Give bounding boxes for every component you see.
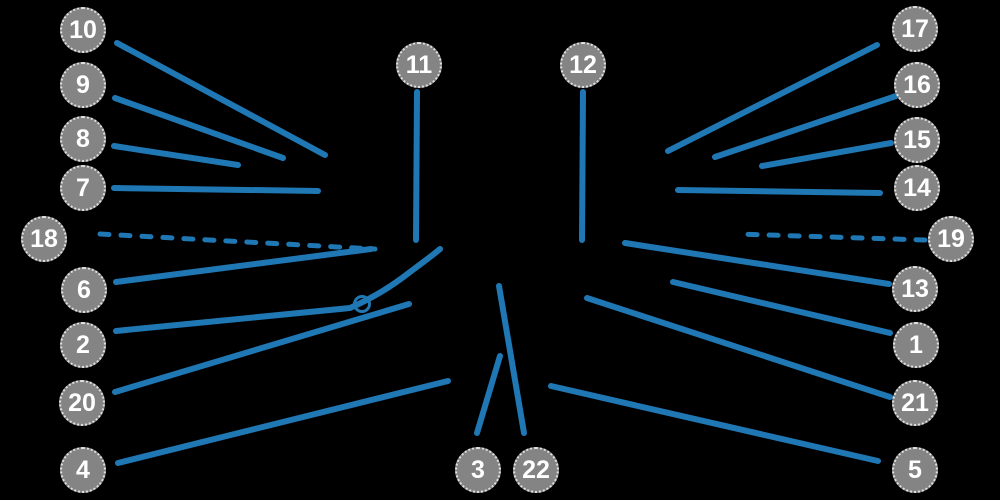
leader-line-15 xyxy=(759,140,894,169)
label-18[interactable]: 18 xyxy=(21,216,67,262)
leader-line-4 xyxy=(115,378,451,466)
leader-line-9 xyxy=(112,95,286,161)
label-2[interactable]: 2 xyxy=(60,322,106,368)
leader-line-17 xyxy=(665,42,880,154)
label-3[interactable]: 3 xyxy=(455,447,501,493)
leader-line-13 xyxy=(622,240,892,287)
label-9[interactable]: 9 xyxy=(60,62,106,108)
leader-line-20 xyxy=(112,301,412,395)
label-12[interactable]: 12 xyxy=(560,42,606,88)
leader-line-8 xyxy=(111,143,241,168)
label-1[interactable]: 1 xyxy=(893,322,939,368)
leader-line-2 xyxy=(113,246,443,334)
leader-line-1 xyxy=(670,279,893,336)
leader-line-11 xyxy=(413,89,420,243)
label-8[interactable]: 8 xyxy=(60,116,106,162)
label-21[interactable]: 21 xyxy=(892,380,938,426)
label-11[interactable]: 11 xyxy=(396,42,442,88)
leader-line-12 xyxy=(579,89,586,243)
label-10[interactable]: 10 xyxy=(60,7,106,53)
leader-line-18 xyxy=(97,231,378,252)
label-13[interactable]: 13 xyxy=(892,266,938,312)
label-4[interactable]: 4 xyxy=(60,447,106,493)
label-5[interactable]: 5 xyxy=(892,447,938,493)
label-16[interactable]: 16 xyxy=(894,62,940,108)
leader-line-19 xyxy=(734,231,928,243)
leader-line-22 xyxy=(496,283,527,436)
leader-line-6 xyxy=(113,246,374,285)
label-17[interactable]: 17 xyxy=(892,6,938,52)
leader-line-7 xyxy=(111,185,321,194)
label-20[interactable]: 20 xyxy=(59,380,105,426)
leader-line-16 xyxy=(712,93,899,160)
leader-line-10 xyxy=(114,40,328,158)
leader-line-14 xyxy=(675,187,883,196)
ring-marker xyxy=(353,295,371,313)
leader-line-5 xyxy=(548,383,881,464)
leader-line-21 xyxy=(584,295,893,400)
label-22[interactable]: 22 xyxy=(513,447,559,493)
label-19[interactable]: 19 xyxy=(928,216,974,262)
leader-line-3 xyxy=(474,353,503,436)
label-6[interactable]: 6 xyxy=(61,267,107,313)
label-15[interactable]: 15 xyxy=(894,117,940,163)
label-14[interactable]: 14 xyxy=(894,165,940,211)
label-7[interactable]: 7 xyxy=(60,165,106,211)
